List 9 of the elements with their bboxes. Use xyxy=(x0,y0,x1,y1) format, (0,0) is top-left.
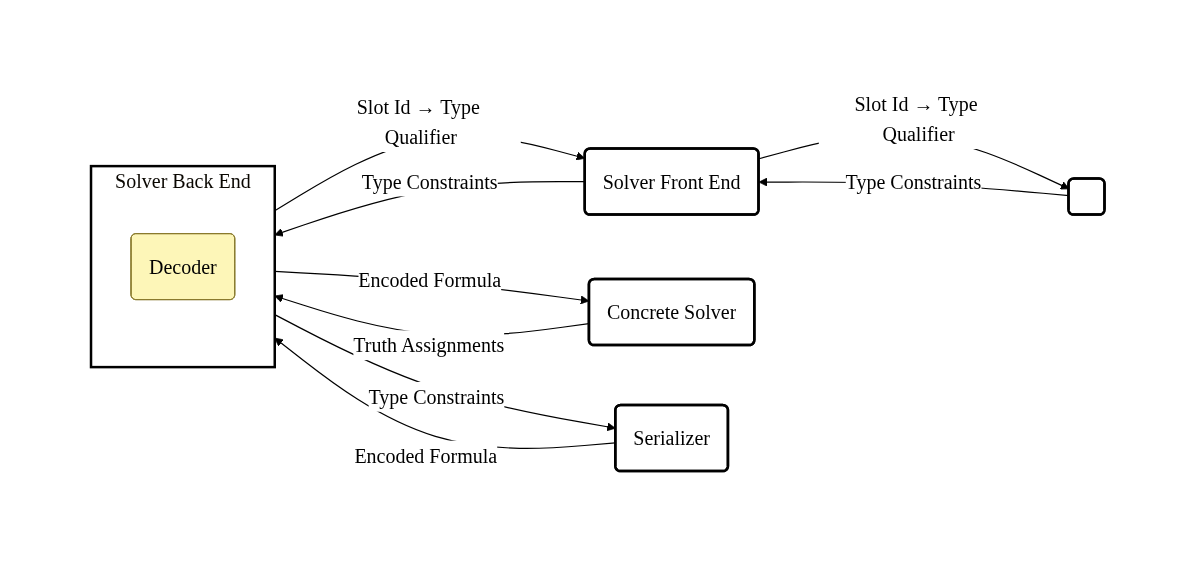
edge-label: Truth Assignments xyxy=(353,334,504,357)
edge-label: Type Constraints xyxy=(845,171,982,194)
edge-label: Encoded Formula xyxy=(354,444,497,467)
edge-label: Encoded Formula xyxy=(358,269,501,292)
edge-label: Type Constraints xyxy=(361,171,498,194)
edge-label: Slot Id → Type Qualifier xyxy=(356,96,480,149)
arrow xyxy=(274,338,616,450)
edge-label: Slot Id → Type Qualifier xyxy=(854,93,978,146)
edge-label: Type Constraints xyxy=(368,386,505,409)
